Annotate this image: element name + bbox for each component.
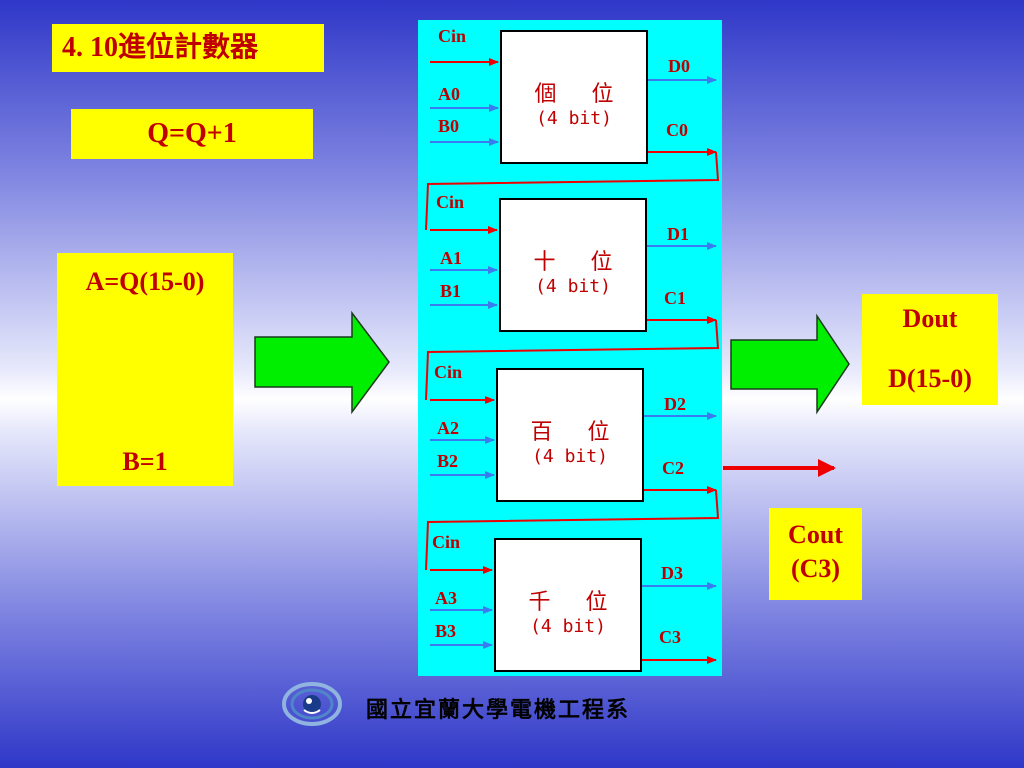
input-arrow-icon xyxy=(254,310,390,415)
input-b-label: B=1 xyxy=(122,447,168,476)
stage-hundreds-block: 百 位 (4 bit) xyxy=(496,368,644,502)
university-logo-icon xyxy=(282,682,342,726)
footer-department-label: 國立宜蘭大學電機工程系 xyxy=(366,697,631,723)
b0-label: B0 xyxy=(438,116,460,136)
stage-name: 百 位 xyxy=(530,420,624,445)
formula-box: Q=Q+1 xyxy=(71,109,313,159)
a3-label: A3 xyxy=(435,588,457,608)
d0-label: D0 xyxy=(668,56,690,76)
wiring xyxy=(425,58,720,664)
stage-name: 千 位 xyxy=(528,590,622,615)
cout-label: Cout xyxy=(788,520,843,549)
output-box: Dout D(15-0) xyxy=(862,294,998,405)
b3-label: B3 xyxy=(435,621,457,641)
d3-label: D3 xyxy=(661,563,683,583)
footer: 國立宜蘭大學電機工程系 xyxy=(282,680,702,730)
dout-range-label: D(15-0) xyxy=(888,364,972,393)
c2-label: C2 xyxy=(662,458,684,478)
carry-link-wire xyxy=(425,319,720,401)
stage-bits: (4 bit) xyxy=(535,276,611,297)
cout-c3-label: (C3) xyxy=(790,554,841,583)
stage-ones-block: 個 位 (4 bit) xyxy=(500,30,648,164)
cin-label: Cin xyxy=(432,532,461,552)
stage-name: 十 位 xyxy=(533,250,627,275)
a1-label: A1 xyxy=(440,248,462,268)
a2-label: A2 xyxy=(437,418,459,438)
dout-label: Dout xyxy=(902,304,958,333)
stage-name: 個 位 xyxy=(534,82,628,107)
c1-label: C1 xyxy=(664,288,686,308)
inputs-box: A=Q(15-0) B=1 xyxy=(57,253,233,486)
a0-label: A0 xyxy=(438,84,460,104)
stage-tens-block: 十 位 (4 bit) xyxy=(499,198,647,332)
stage-thousands-block: 千 位 (4 bit) xyxy=(494,538,642,672)
stage-bits: (4 bit) xyxy=(530,616,606,637)
carry-out-box: Cout (C3) xyxy=(769,508,862,600)
carry-link-wire xyxy=(425,151,720,231)
input-a-label: A=Q(15-0) xyxy=(85,267,205,296)
c0-label: C0 xyxy=(666,120,688,140)
carry-link-wire xyxy=(425,489,720,571)
c3-label: C3 xyxy=(659,627,681,647)
output-arrow-icon xyxy=(730,313,850,415)
d2-label: D2 xyxy=(664,394,686,414)
cin-label: Cin xyxy=(438,26,467,46)
d1-label: D1 xyxy=(667,224,689,244)
adder-chain-panel: 個 位 (4 bit) 十 位 (4 bit) 百 位 (4 bit) 千 位 … xyxy=(418,20,722,676)
slide-title: 4. 10進位計數器 xyxy=(52,24,324,72)
b2-label: B2 xyxy=(437,451,459,471)
cin-label: Cin xyxy=(434,362,463,382)
stage-bits: (4 bit) xyxy=(532,446,608,467)
b1-label: B1 xyxy=(440,281,462,301)
cin-label: Cin xyxy=(436,192,465,212)
stage-bits: (4 bit) xyxy=(536,108,612,129)
